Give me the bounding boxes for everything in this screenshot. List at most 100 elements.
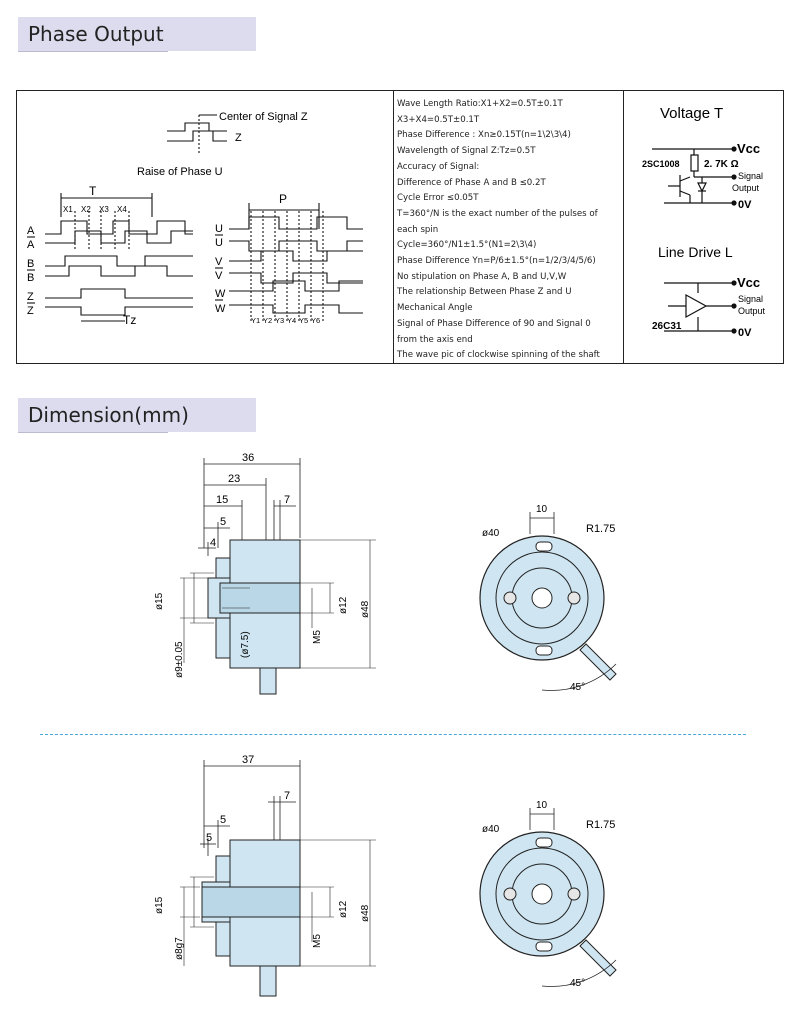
dim-phi7-5: (ø7.5) — [240, 631, 251, 658]
y3-label: Y3 — [275, 316, 284, 325]
vcc-label: Vcc — [737, 141, 760, 156]
spec-line: The relationship Between Phase Z and U — [397, 287, 572, 298]
tz-label: Tz — [123, 313, 136, 327]
w-label: W — [215, 288, 226, 300]
v-label: V — [215, 256, 223, 268]
dim-23: 23 — [228, 473, 240, 485]
a-bar-label: A — [27, 239, 35, 251]
output-label: Output — [732, 183, 760, 193]
spec-line: Wave Length Ratio:X1+X2=0.5T±0.1T — [397, 99, 563, 109]
dim-r175: R1.75 — [586, 819, 615, 831]
raise-u-label: Raise of Phase U — [137, 166, 223, 178]
front-view-drawing-1: ø40 10 R1.75 45° — [479, 504, 617, 693]
spec-line: The wave pic of clockwise spinning of th… — [397, 350, 600, 361]
dim-phi15: ø15 — [154, 592, 165, 610]
column-divider — [623, 91, 624, 363]
spec-line: Phase Difference Yn=P/6±1.5°(n=1/2/3/4/5… — [397, 256, 596, 267]
dim-phi48: ø48 — [360, 904, 371, 922]
dim-phi9: ø9±0.05 — [174, 641, 185, 678]
waveform-diagram: Center of Signal Z Z Raise of Phase U T … — [27, 111, 363, 327]
spec-line: Cycle Error ≤0.05T — [397, 193, 479, 204]
vcc-label: Vcc — [737, 275, 760, 290]
dim-phi40: ø40 — [482, 528, 500, 539]
dim-phi12: ø12 — [338, 900, 349, 918]
line-drive-title: Line Drive L — [658, 244, 733, 260]
dimension-title: Dimension(mm) — [18, 398, 256, 432]
spec-line: Difference of Phase A and B ≤0.2T — [397, 177, 546, 188]
b-bar-label: B — [27, 272, 34, 284]
y2-label: Y2 — [263, 316, 272, 325]
dim-7: 7 — [284, 494, 290, 506]
spec-line: No stipulation on Phase A, B and U,V,W — [397, 271, 567, 282]
w-bar-label: W — [215, 303, 226, 315]
spec-list: Wave Length Ratio:X1+X2=0.5T±0.1T X3+X4=… — [397, 97, 625, 364]
column-divider — [393, 91, 394, 363]
spec-line: Accuracy of Signal: — [397, 161, 480, 172]
dim-15: 15 — [216, 494, 228, 506]
center-z-label: Center of Signal Z — [219, 111, 308, 123]
dim-5: 5 — [220, 814, 226, 826]
spec-line: Phase Difference : Xn≥0.15T(n=1\2\3\4) — [397, 130, 571, 141]
transistor-label: 2SC1008 — [642, 159, 680, 169]
x1-label: X1 — [63, 205, 73, 214]
dim-r175: R1.75 — [586, 523, 615, 535]
z-bar-label: Z — [27, 305, 34, 317]
p-label: P — [279, 192, 287, 206]
spec-line: Wavelength of Signal Z:Tz=0.5T — [397, 146, 536, 157]
u-bar-label: U — [215, 237, 223, 249]
zero-v-label: 0V — [738, 327, 752, 339]
phase-output-panel: Center of Signal Z Z Raise of Phase U T … — [16, 90, 784, 364]
signal-label: Signal — [738, 294, 763, 304]
dim-10: 10 — [536, 800, 548, 811]
title-underline — [18, 51, 168, 52]
angle-45: 45° — [570, 682, 585, 693]
dim-5: 5 — [220, 516, 226, 528]
x2-label: X2 — [81, 205, 91, 214]
resistor-label: 2. 7K Ω — [704, 159, 739, 170]
dim-36: 36 — [242, 452, 254, 464]
angle-45: 45° — [570, 978, 585, 989]
dim-4: 4 — [210, 537, 216, 549]
dim-m5: M5 — [312, 630, 323, 644]
x3-label: X3 — [99, 205, 109, 214]
spec-line: X3+X4=0.5T±0.1T — [397, 114, 480, 125]
spec-line: T=360°/N is the exact number of the puls… — [397, 208, 598, 219]
phase-output-title: Phase Output — [18, 17, 256, 51]
spec-line: from the axis end — [397, 334, 473, 345]
y5-label: Y5 — [299, 316, 308, 325]
dim-37: 37 — [242, 754, 254, 766]
dim-7: 7 — [284, 790, 290, 802]
output-label: Output — [738, 306, 766, 316]
dim-10: 10 — [536, 504, 548, 515]
dim-phi48: ø48 — [360, 600, 371, 618]
b-label: B — [27, 258, 34, 270]
dim-phi8: ø8g7 — [174, 937, 185, 960]
spec-line: Signal of Phase Difference of 90 and Sig… — [397, 318, 591, 329]
voltage-title: Voltage T — [660, 105, 723, 122]
signal-label: Signal — [738, 171, 763, 181]
dim-m5: M5 — [312, 934, 323, 948]
y6-label: Y6 — [311, 316, 320, 325]
spec-line: Mechanical Angle — [397, 303, 473, 314]
a-label: A — [27, 225, 35, 237]
front-view-drawing-2: ø40 10 R1.75 45° — [479, 800, 617, 989]
dim-phi40: ø40 — [482, 824, 500, 835]
x4-label: X4 — [117, 205, 127, 214]
dim-phi12: ø12 — [338, 596, 349, 614]
output-circuits: Voltage T Vcc 2SC1008 2. 7K Ω Signal Out… — [642, 105, 766, 339]
side-view-drawing-1: 36 23 15 7 5 4 ø15 ø9±0.05 (ø7.5) M5 ø12… — [154, 452, 376, 695]
y4-label: Y4 — [287, 316, 296, 325]
y1-label: Y1 — [251, 316, 260, 325]
chip-label: 26C31 — [652, 321, 682, 332]
dim-5: 5 — [206, 832, 212, 844]
spec-line: Cycle=360°/N1±1.5°(N1=2\3\4) — [397, 240, 537, 251]
title-underline — [18, 432, 168, 433]
z-label: Z — [235, 132, 242, 144]
v-bar-label: V — [215, 270, 223, 282]
zero-v-label: 0V — [738, 199, 752, 211]
z-phase-label: Z — [27, 291, 34, 303]
side-view-drawing-2: 37 7 5 5 ø15 ø8g7 M5 ø12 ø48 — [154, 754, 376, 997]
u-label: U — [215, 223, 223, 235]
t-label: T — [89, 184, 97, 198]
spec-line: each spin — [397, 224, 439, 235]
